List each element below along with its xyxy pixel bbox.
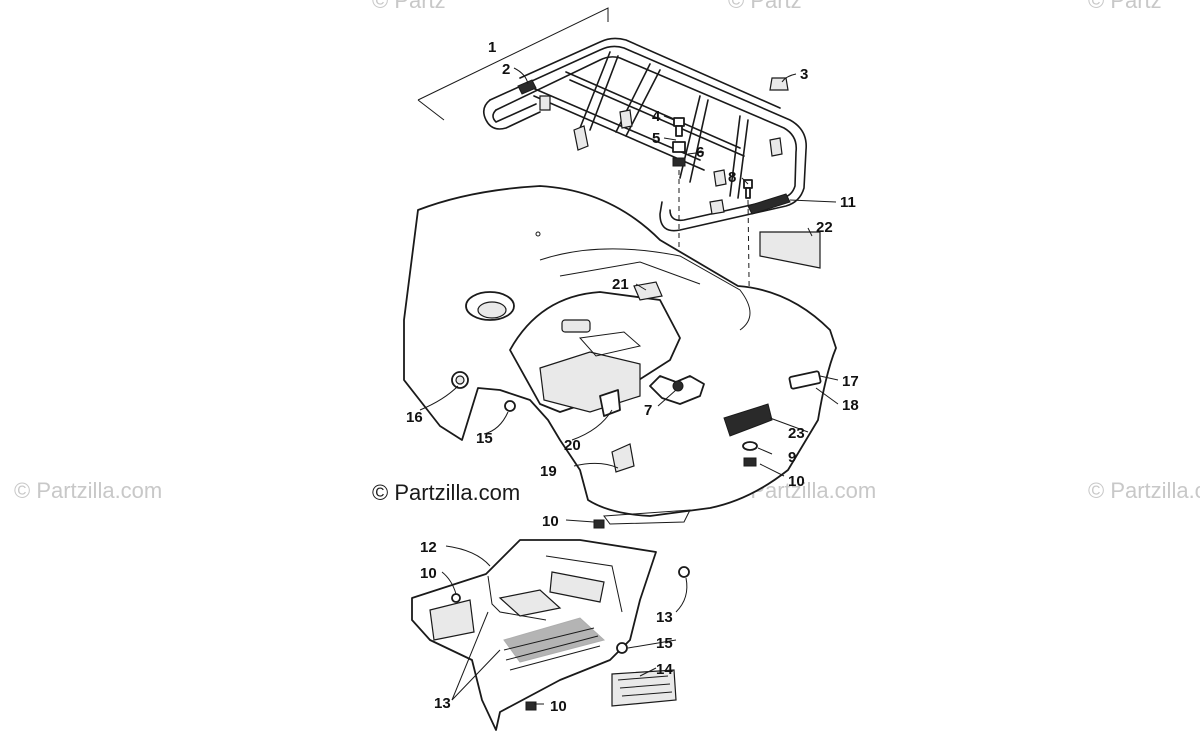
rear-rack	[417, 7, 807, 232]
callout-10c: 10	[420, 565, 437, 582]
callout-15b: 15	[656, 635, 673, 652]
watermark: © Partzilla.com	[14, 478, 162, 503]
callout-10d: 10	[550, 698, 567, 715]
callout-20: 20	[564, 437, 581, 454]
callouts: 1 2 3 4 5 6 8 11 22 21 7 17 18 16 15 23 …	[406, 39, 859, 715]
callout-18: 18	[842, 397, 859, 414]
callout-7: 7	[644, 402, 652, 419]
rear-fender	[403, 185, 837, 529]
callout-1: 1	[488, 39, 496, 56]
callout-13a: 13	[656, 609, 673, 626]
callout-14: 14	[656, 661, 673, 678]
callout-5: 5	[652, 130, 660, 147]
callout-8: 8	[728, 169, 736, 186]
footwell	[411, 539, 690, 731]
callout-21: 21	[612, 276, 629, 293]
callout-12: 12	[420, 539, 437, 556]
plug-part	[769, 77, 789, 91]
callout-22: 22	[816, 219, 833, 236]
callout-19: 19	[540, 463, 557, 480]
bolt-stack	[672, 117, 686, 348]
watermark-main: © Partzilla.com	[372, 480, 520, 505]
callout-15a: 15	[476, 430, 493, 447]
callout-3: 3	[800, 66, 808, 83]
watermark: © Partz	[728, 0, 802, 13]
callout-11: 11	[840, 194, 856, 211]
watermark: © Partzilla.com	[1088, 478, 1200, 503]
callout-23: 23	[788, 425, 805, 442]
callout-2: 2	[502, 61, 510, 78]
callout-9: 9	[788, 449, 796, 466]
callout-13b: 13	[434, 695, 451, 712]
watermark: © Partz	[1088, 0, 1162, 13]
callout-10b: 10	[542, 513, 559, 530]
callout-6: 6	[696, 144, 704, 161]
leader-lines	[419, 67, 839, 705]
callout-4: 4	[652, 108, 661, 125]
callout-17: 17	[842, 373, 859, 390]
callout-16: 16	[406, 409, 423, 426]
watermark: © Partz	[372, 0, 446, 13]
callout-10a: 10	[788, 473, 805, 490]
